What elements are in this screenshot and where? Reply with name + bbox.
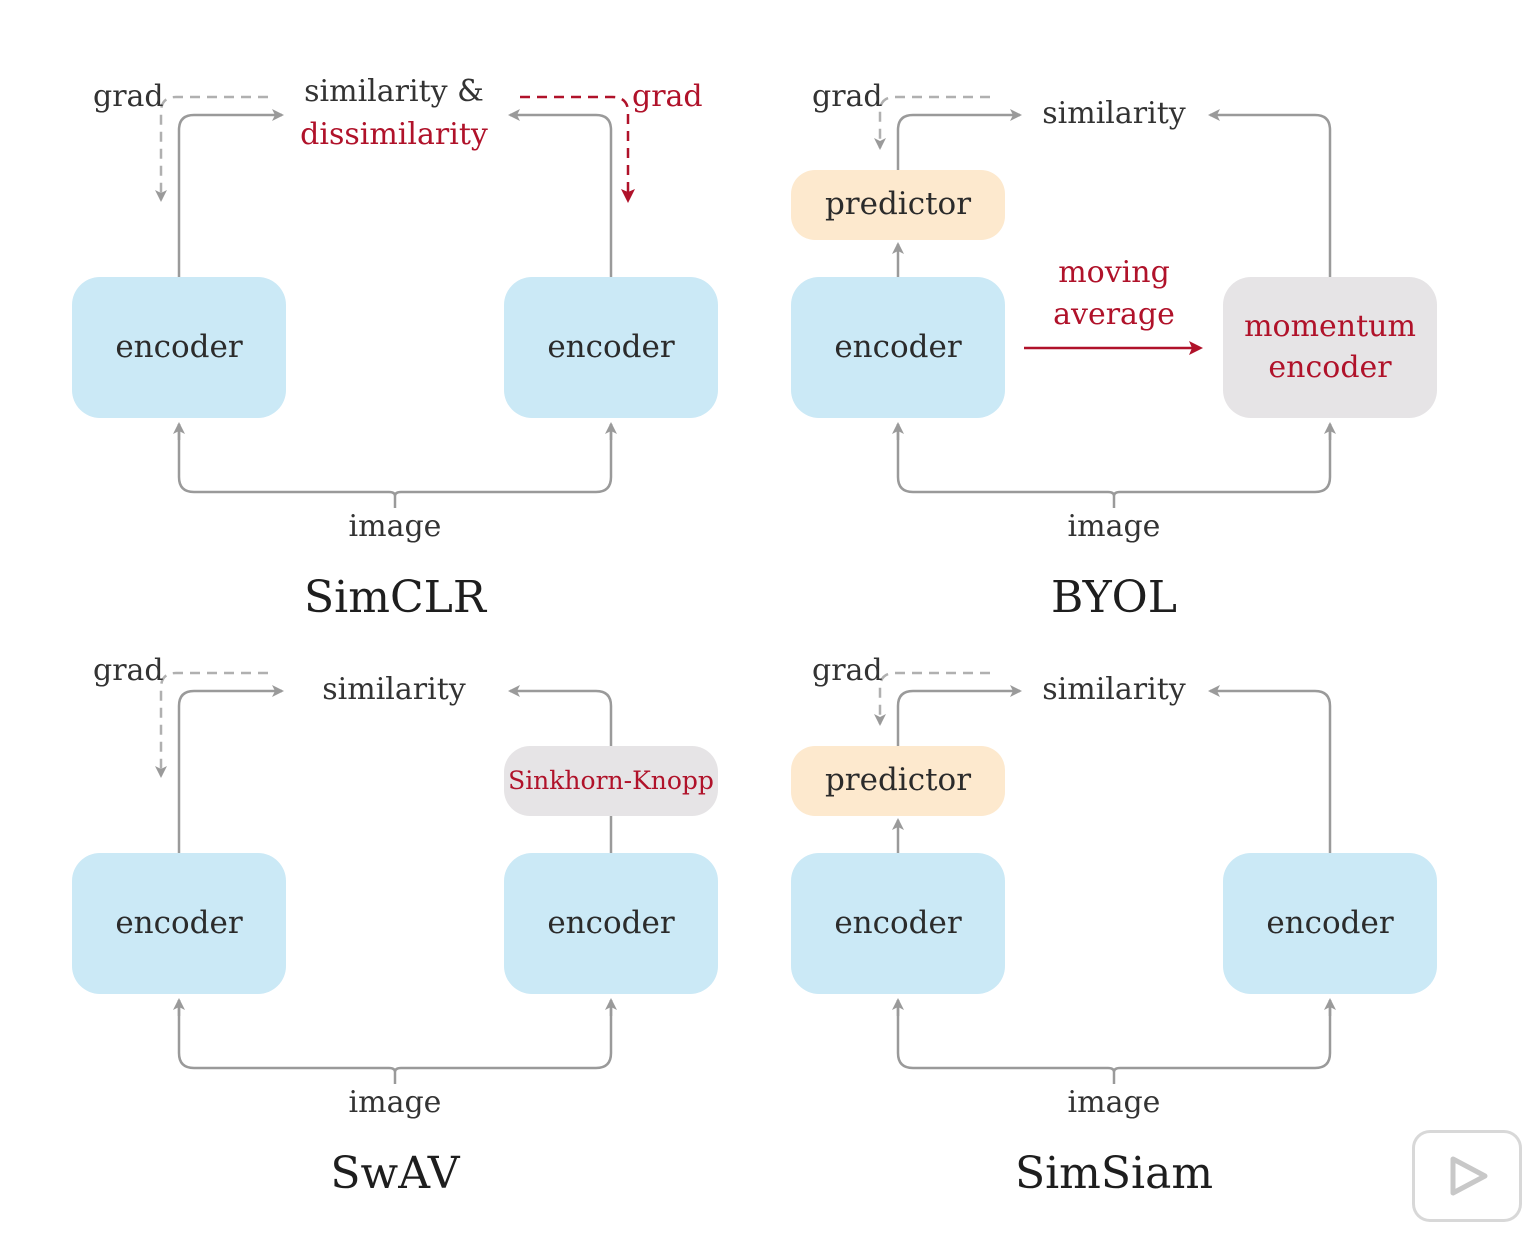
byol-image-to-encoders-arrow [896, 424, 1332, 508]
video-play-button[interactable] [1412, 1130, 1522, 1222]
swav-grad-label: grad [93, 653, 164, 688]
byol-momentum-encoder: momentum encoder [1223, 277, 1437, 418]
simclr-grad-left-dashed-arrow [155, 95, 268, 202]
byol-predictor-to-similarity-arrow [896, 109, 1022, 170]
simclr-grad-right-dashed-arrow [520, 95, 635, 203]
simsiam-image-label: image [1067, 1085, 1161, 1120]
simclr-dissimilarity-label: dissimilarity [300, 117, 488, 152]
simsiam-predictor: predictor [791, 746, 1005, 816]
swav-sinkhorn-knopp: Sinkhorn-Knopp [504, 746, 718, 816]
byol-average-label: average [1053, 297, 1175, 332]
swav-title: SwAV [330, 1148, 460, 1199]
swav-left-to-similarity-arrow [177, 685, 284, 853]
simclr-image-to-encoders-arrow [177, 424, 613, 508]
simsiam-similarity-label: similarity [1042, 672, 1186, 707]
byol-predictor: predictor [791, 170, 1005, 240]
simclr-left-to-similarity-arrow [177, 109, 284, 277]
swav-connectors [155, 671, 617, 1084]
simclr-image-label: image [348, 509, 442, 544]
simsiam-grad-dashed-arrow [874, 671, 990, 726]
byol-momentum-label: momentum [1244, 309, 1416, 344]
swav-image-label: image [348, 1085, 442, 1120]
simsiam-grad-label: grad [812, 653, 883, 688]
simsiam-encoder-right: encoder [1223, 853, 1437, 994]
play-icon [1450, 1156, 1488, 1196]
byol-grad-label: grad [812, 79, 883, 114]
swav-encoder-left: encoder [72, 853, 286, 994]
byol-title: BYOL [1051, 572, 1177, 623]
byol-grad-dashed-arrow [874, 95, 990, 150]
swav-sinkhorn-to-similarity-arrow [508, 685, 613, 746]
simclr-title: SimCLR [304, 572, 486, 623]
swav-grad-dashed-arrow [155, 671, 268, 778]
simclr-grad-right-label: grad [632, 79, 703, 114]
simclr-encoder-left: encoder [72, 277, 286, 418]
byol-encoder: encoder [791, 277, 1005, 418]
simsiam-image-to-encoders-arrow [896, 1000, 1332, 1084]
byol-momentum-to-similarity-arrow [1208, 109, 1332, 277]
byol-image-label: image [1067, 509, 1161, 544]
simsiam-encoder-left: encoder [791, 853, 1005, 994]
swav-encoder-right: encoder [504, 853, 718, 994]
simclr-right-to-similarity-arrow [508, 109, 613, 277]
swav-image-to-encoders-arrow [177, 1000, 613, 1084]
simclr-similarity-label: similarity & [304, 74, 484, 109]
simsiam-right-to-similarity-arrow [1208, 685, 1332, 853]
simclr-connectors [155, 95, 635, 508]
simsiam-predictor-to-similarity-arrow [896, 685, 1022, 746]
simsiam-title: SimSiam [1014, 1148, 1214, 1199]
byol-similarity-label: similarity [1042, 96, 1186, 131]
simclr-encoder-right: encoder [504, 277, 718, 418]
simsiam-connectors [874, 671, 1336, 1084]
byol-connectors [874, 95, 1336, 508]
byol-moving-label: moving [1058, 255, 1170, 290]
byol-momentum-encoder-label: encoder [1268, 349, 1392, 385]
simclr-grad-left-label: grad [93, 79, 164, 114]
swav-similarity-label: similarity [322, 672, 466, 707]
